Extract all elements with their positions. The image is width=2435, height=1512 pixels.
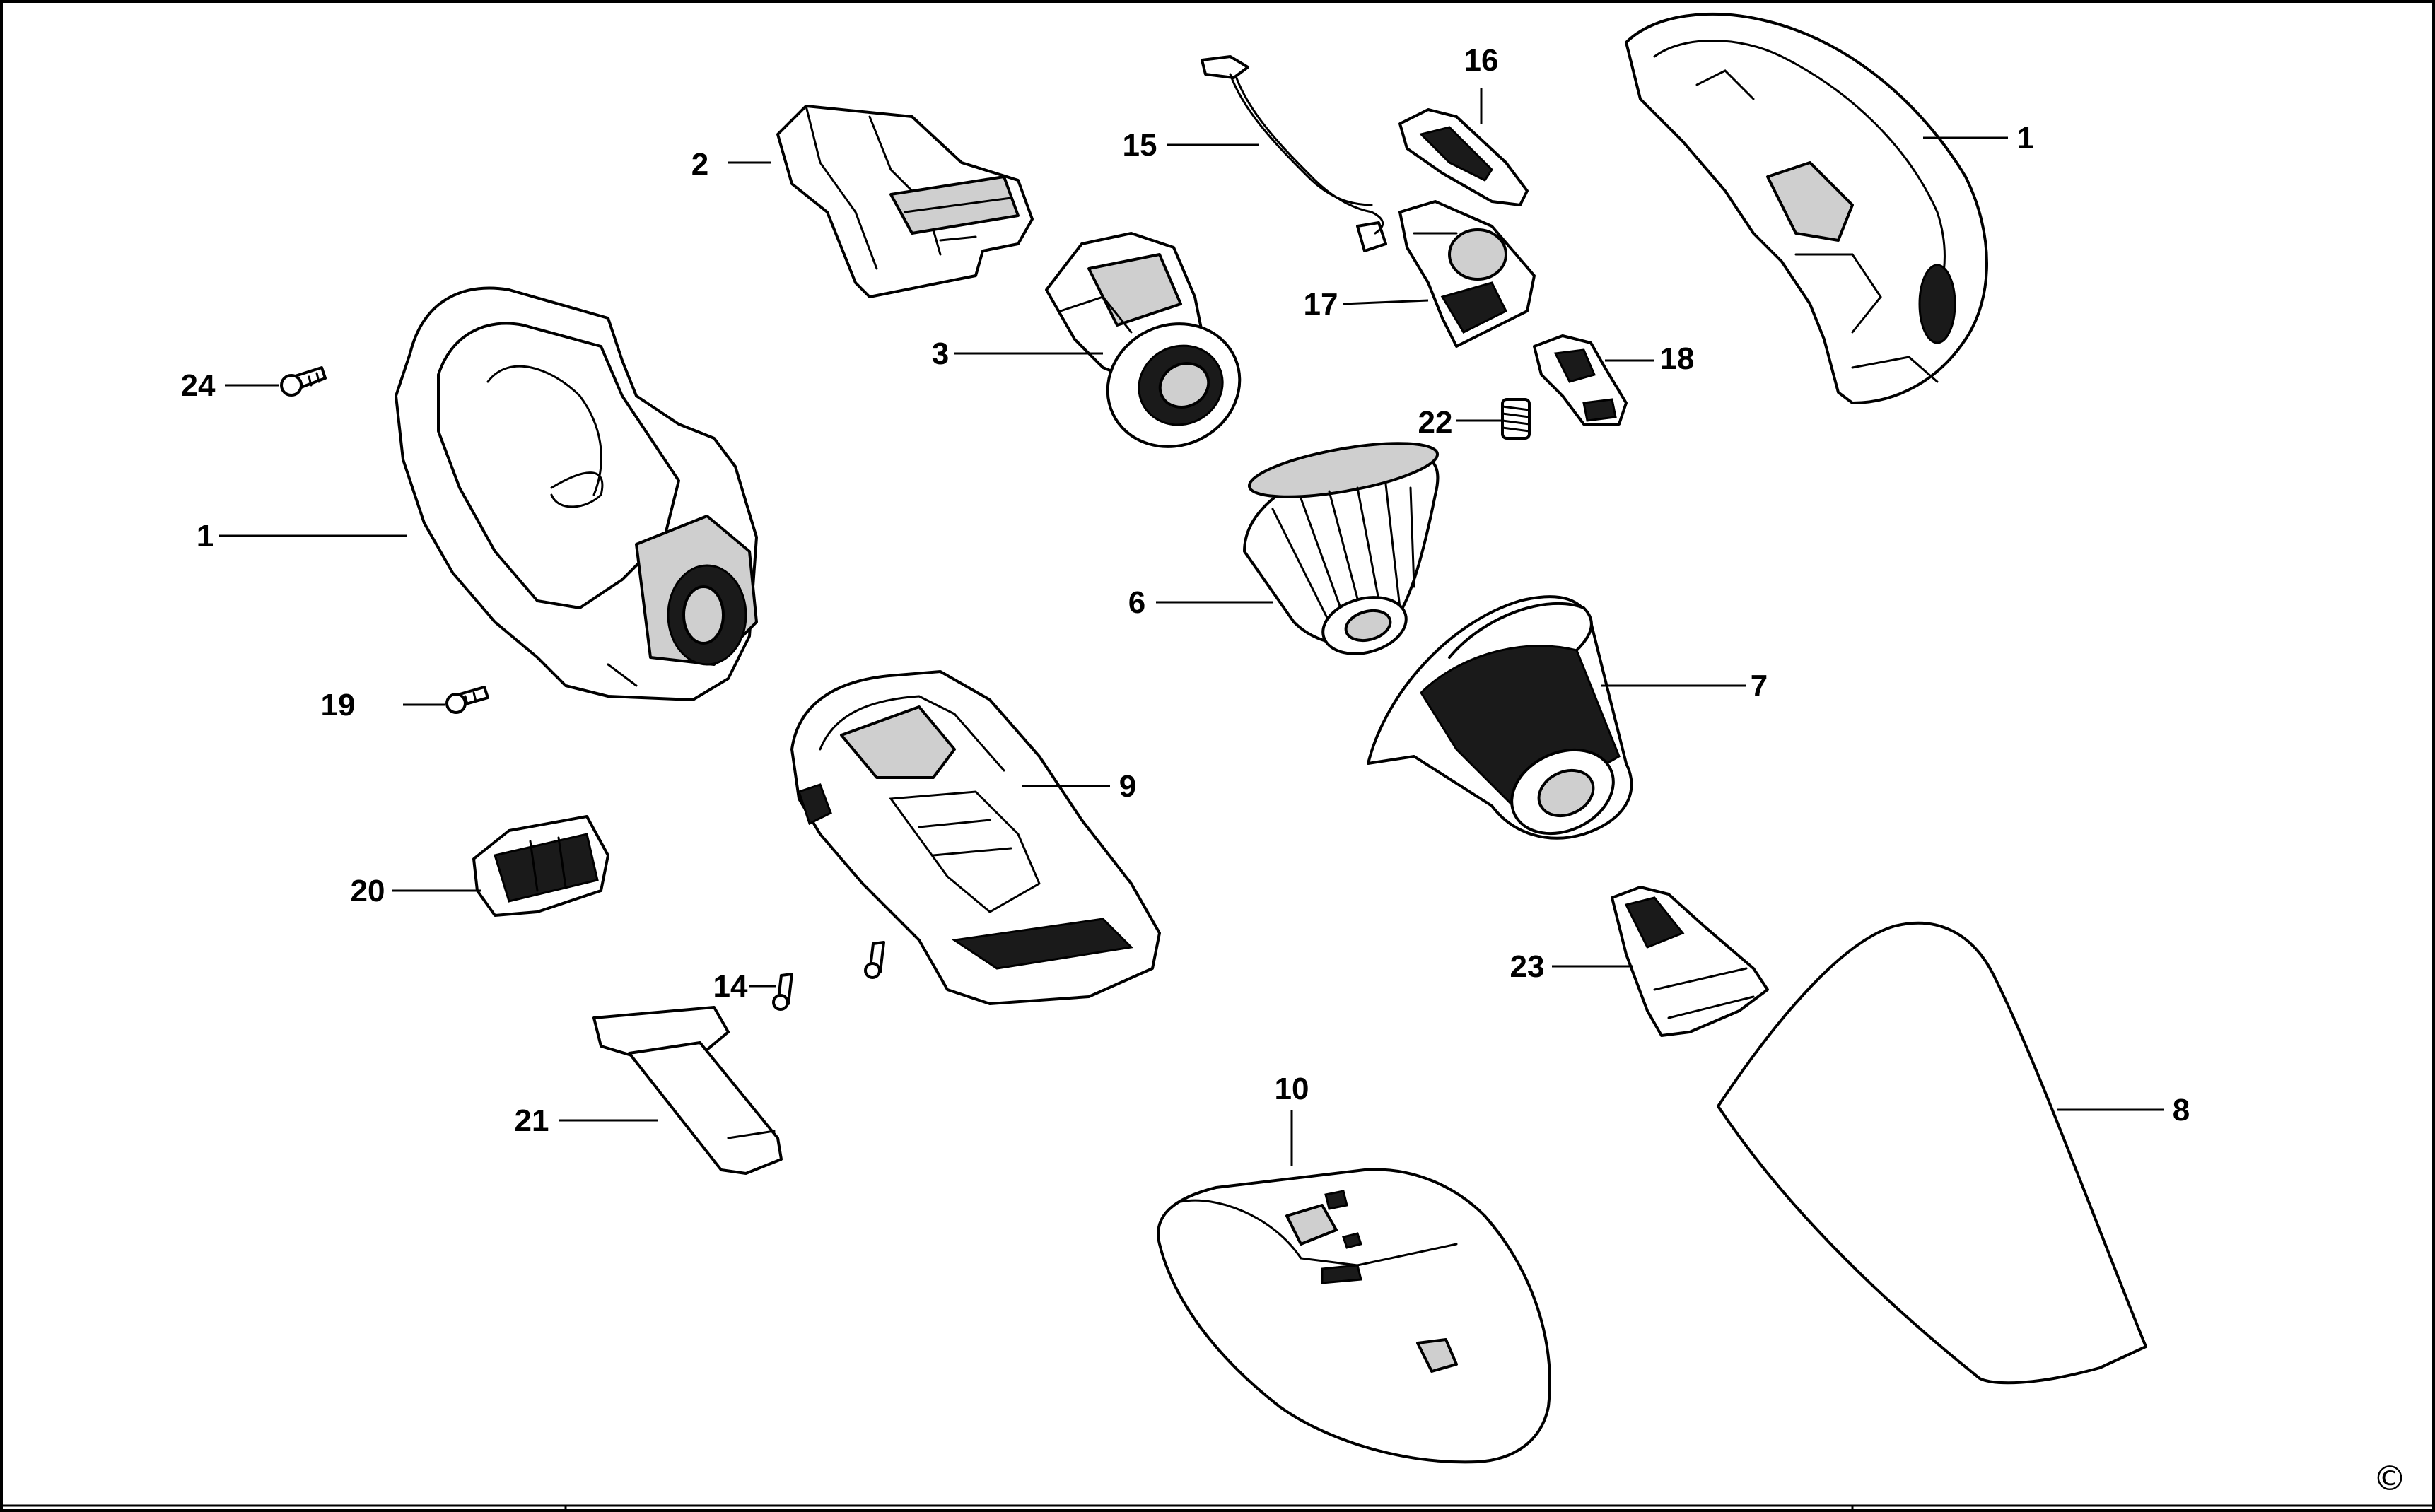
part-2-battery-pack: [776, 105, 1034, 298]
label-6: 6: [1128, 585, 1145, 620]
label-7: 7: [1751, 669, 1768, 703]
label-16: 16: [1464, 43, 1499, 78]
label-9: 9: [1119, 769, 1136, 804]
part-3-motor: [1045, 232, 1242, 448]
part-24-screw: [280, 366, 327, 397]
part-16-switch-cover: [1398, 108, 1529, 206]
label-10: 10: [1275, 1072, 1309, 1106]
part-14-screws: [772, 941, 885, 1011]
label-23: 23: [1510, 949, 1545, 984]
part-21-crevice-tool: [592, 1006, 783, 1175]
part-7-filter-cup: [1367, 595, 1633, 840]
label-21: 21: [515, 1103, 549, 1138]
copyright-symbol: ©: [2373, 1459, 2407, 1499]
label-15: 15: [1123, 128, 1157, 163]
label-17: 17: [1304, 287, 1338, 322]
part-9-body-base: [790, 670, 1161, 1005]
part-number-labels: 2 15 16 1 17 18 22 3 24 1 19 6 7 9 20 14…: [181, 43, 2190, 1138]
part-1-housing-left: [395, 286, 758, 701]
label-19: 19: [321, 688, 356, 722]
part-8-dust-bowl: [1717, 921, 2147, 1385]
part-15-wiring-harness: [1201, 55, 1387, 252]
part-23-nozzle-tool: [1611, 886, 1769, 1037]
label-1-left: 1: [197, 519, 214, 553]
label-22: 22: [1418, 405, 1453, 440]
part-17-switch-assembly: [1398, 200, 1536, 348]
label-20: 20: [351, 874, 385, 908]
part-18-catch: [1533, 334, 1628, 426]
label-8: 8: [2173, 1093, 2190, 1127]
label-3: 3: [932, 336, 949, 371]
label-14: 14: [713, 969, 748, 1004]
leader-lines: [219, 88, 2164, 1166]
label-2: 2: [691, 147, 708, 182]
part-20-button: [472, 815, 609, 917]
part-19-screw: [445, 686, 489, 714]
part-6-pleated-filter: [1243, 442, 1440, 655]
label-1-right: 1: [2017, 121, 2034, 156]
label-24: 24: [181, 368, 216, 403]
part-1-housing-right: [1625, 13, 1988, 404]
part-10-front-cover: [1157, 1168, 1551, 1464]
label-18: 18: [1660, 341, 1695, 376]
part-22-spring: [1501, 398, 1531, 440]
